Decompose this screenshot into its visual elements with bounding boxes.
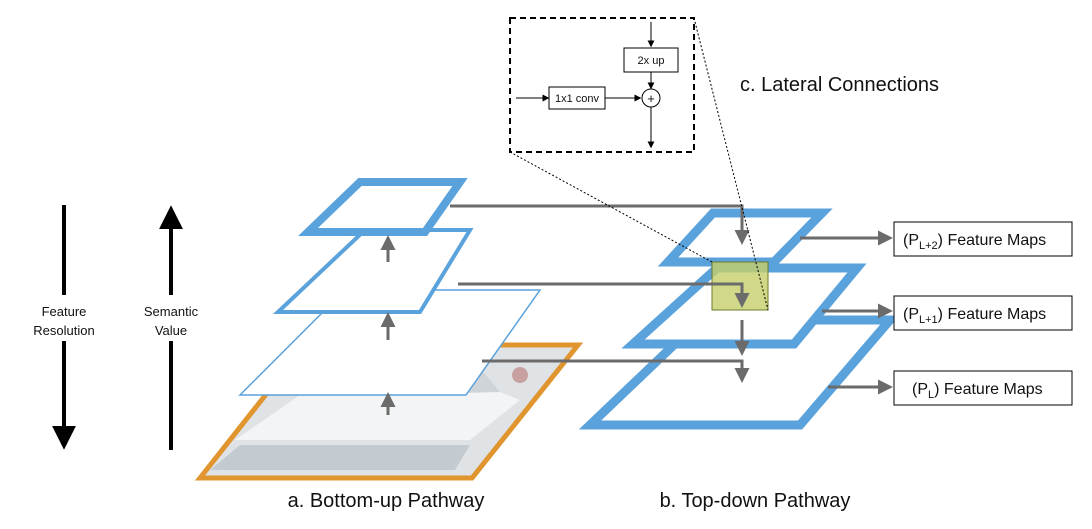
output-box-pl1: (PL+1) Feature Maps: [893, 295, 1073, 331]
semantic-label-bg: [130, 295, 214, 341]
bottom-up-caption: a. Bottom-up Pathway: [288, 490, 485, 512]
water-shape: [210, 445, 470, 470]
upsample-box: [623, 47, 679, 73]
bottom-up-level-2: [272, 228, 474, 314]
lateral-connections-caption: c. Lateral Connections: [740, 74, 939, 96]
output-pl-prefix: (P: [912, 381, 928, 398]
lateral-highlight-box: [711, 261, 769, 311]
output-box-pl: (PL) Feature Maps: [893, 370, 1073, 406]
sum-symbol: +: [647, 91, 655, 106]
output-pl-subscript: L: [928, 389, 934, 401]
bottom-up-level-3: [298, 178, 468, 236]
lateral-connection-inset: 2x up 1x1 conv +: [509, 17, 695, 153]
output-pl2-prefix: (P: [903, 232, 919, 249]
svg-text:(PL+1) Feature Maps: (PL+1) Feature Maps: [903, 306, 1046, 326]
output-pl1-label: ) Feature Maps: [938, 306, 1046, 323]
top-down-caption: b. Top-down Pathway: [660, 490, 851, 512]
feature-resolution-label-line2: Resolution: [33, 323, 94, 338]
output-pl1-prefix: (P: [903, 306, 919, 323]
feature-resolution-label-line1: Feature: [42, 304, 87, 319]
output-box-pl2: (PL+2) Feature Maps: [893, 221, 1073, 257]
output-pl2-subscript: L+2: [919, 240, 938, 252]
svg-text:(PL+2) Feature Maps: (PL+2) Feature Maps: [903, 232, 1046, 252]
semantic-value-label-line2: Value: [155, 323, 187, 338]
output-pl2-label: ) Feature Maps: [938, 232, 1046, 249]
feature-label-bg: [20, 295, 110, 341]
lateral-arrow-top: [450, 204, 750, 245]
svg-text:(PL) Feature Maps: (PL) Feature Maps: [912, 381, 1043, 401]
lateral-arrow-bottom: [482, 359, 750, 383]
person-shape: [512, 367, 528, 383]
semantic-value-label-line1: Semantic: [144, 304, 199, 319]
conv-label: 1x1 conv: [555, 93, 600, 105]
output-pl1-subscript: L+1: [919, 314, 938, 326]
lateral-arrow-middle: [458, 282, 750, 308]
upsample-label: 2x up: [638, 55, 665, 67]
output-pl-label: ) Feature Maps: [934, 381, 1042, 398]
